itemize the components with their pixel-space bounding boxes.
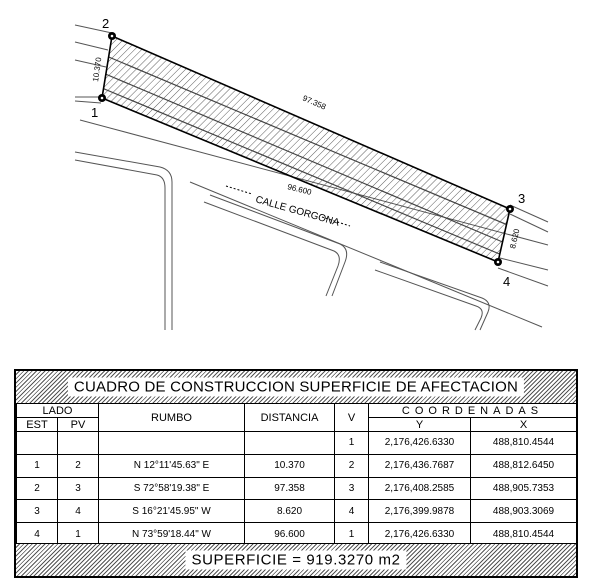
cell-v: 1	[334, 431, 369, 455]
cell-distancia: 10.370	[244, 453, 335, 478]
street-name-label: CALLE GORGONA	[254, 194, 341, 229]
cell-x: 488,812.6450	[470, 453, 577, 478]
table-row: 1 2 N 12°11'45.63" E 10.370 2 2,176,436.…	[16, 453, 577, 478]
table-title: CUADRO DE CONSTRUCCION SUPERFICIE DE AFE…	[67, 377, 525, 397]
header-x: X	[470, 417, 577, 432]
cell-pv	[57, 431, 99, 455]
cell-distancia	[244, 431, 335, 455]
superficie-total: SUPERFICIE = 919.3270 m2	[185, 550, 407, 570]
cell-rumbo: S 72°58'19.38" E	[98, 476, 245, 501]
construction-table: CUADRO DE CONSTRUCCION SUPERFICIE DE AFE…	[14, 369, 578, 578]
cell-y: 2,176,408.2585	[368, 476, 471, 501]
cell-x: 488,810.4544	[470, 431, 577, 455]
cell-est: 3	[16, 499, 58, 524]
cell-rumbo: N 12°11'45.63" E	[98, 453, 245, 478]
cell-est: 1	[16, 453, 58, 478]
cell-y: 2,176,399.9878	[368, 499, 471, 524]
cell-y: 2,176,426.6330	[368, 431, 471, 455]
vertex-label-2: 2	[102, 16, 109, 31]
dimension-2-3: 97.358	[301, 94, 328, 112]
vertex-label-1: 1	[91, 105, 98, 120]
header-est: EST	[16, 417, 58, 432]
cell-pv: 2	[57, 453, 99, 478]
header-coordenadas: COORDENADAS	[368, 403, 577, 418]
cell-rumbo	[98, 431, 245, 455]
table-title-band: CUADRO DE CONSTRUCCION SUPERFICIE DE AFE…	[16, 371, 576, 404]
cell-rumbo: S 16°21'45.95" W	[98, 499, 245, 524]
table-row: 2 3 S 72°58'19.38" E 97.358 3 2,176,408.…	[16, 476, 577, 501]
cell-est: 2	[16, 476, 58, 501]
header-pv: PV	[57, 417, 99, 432]
header-v: V	[334, 403, 369, 432]
header-distancia: DISTANCIA	[244, 403, 335, 432]
cell-v: 4	[334, 499, 369, 524]
table-row: 3 4 S 16°21'45.95" W 8.620 4 2,176,399.9…	[16, 499, 577, 524]
cell-distancia: 8.620	[244, 499, 335, 524]
cell-x: 488,903.3069	[470, 499, 577, 524]
cell-x: 488,905.7353	[470, 476, 577, 501]
header-lado: LADO	[16, 403, 99, 418]
header-rumbo: RUMBO	[98, 403, 245, 432]
dimension-3-4: 8.620	[508, 227, 521, 249]
cell-y: 2,176,436.7687	[368, 453, 471, 478]
site-plan-drawing: 1 2 3 4 10.370 97.358 8.620 96.600 CALLE…	[74, 16, 549, 331]
cell-v: 2	[334, 453, 369, 478]
vertex-label-3: 3	[518, 191, 525, 206]
superficie-band: SUPERFICIE = 919.3270 m2	[16, 543, 576, 576]
affectation-polygon	[101, 34, 511, 264]
cell-v: 3	[334, 476, 369, 501]
coordinates-table: LADO RUMBO DISTANCIA V COORDENADAS EST P…	[16, 403, 577, 546]
cell-pv: 3	[57, 476, 99, 501]
header-y: Y	[368, 417, 471, 432]
dimension-1-2: 10.370	[91, 56, 103, 82]
cell-est	[16, 431, 58, 455]
table-row: 1 2,176,426.6330 488,810.4544	[16, 431, 577, 455]
vertex-label-4: 4	[503, 274, 510, 289]
cell-distancia: 97.358	[244, 476, 335, 501]
cell-pv: 4	[57, 499, 99, 524]
